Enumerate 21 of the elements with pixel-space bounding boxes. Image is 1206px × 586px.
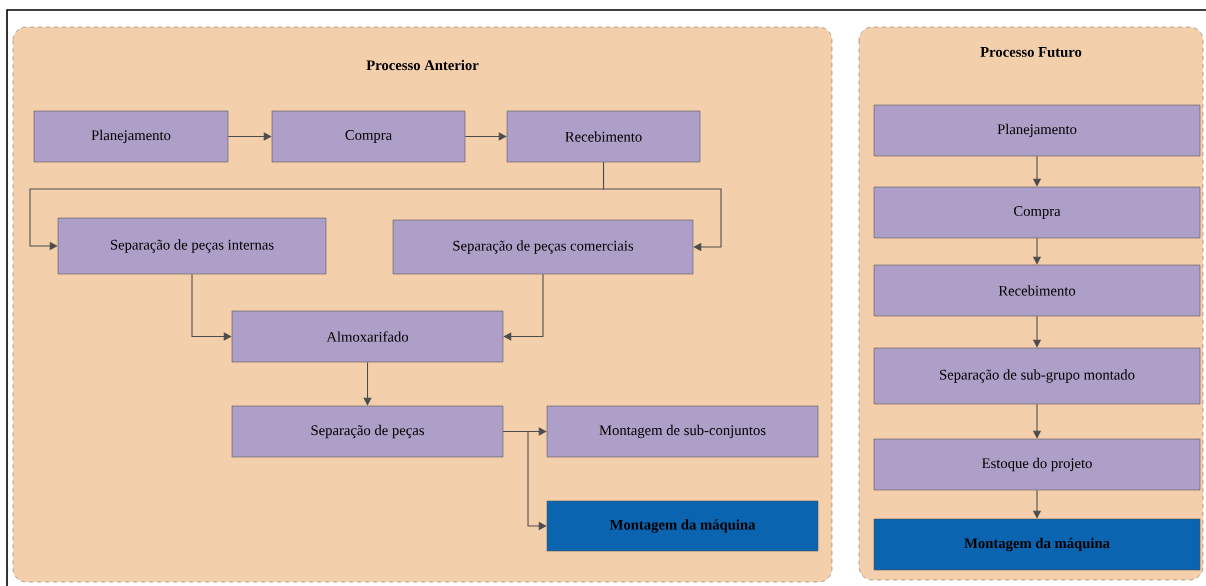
highlighted-process-box: Montagem da máquina [873,518,1201,571]
arrow [464,132,507,141]
arrow [363,361,372,406]
process-box: Montagem de sub-conjuntos [546,405,819,458]
arrow [602,161,722,252]
process-box: Separação de peças [231,405,504,458]
process-box: Recebimento [506,110,701,163]
process-box: Planejamento [873,104,1201,157]
process-box: Separação de peças comerciais [392,219,694,275]
process-box: Estoque do projeto [873,438,1201,491]
process-box: Separação de peças internas [57,217,327,275]
process-box: Compra [271,110,466,163]
arrow [503,273,544,341]
highlighted-process-box: Montagem da máquina [546,500,819,552]
process-box: Almoxarifado [231,310,504,363]
arrow [227,132,272,141]
process-box: Recebimento [873,264,1201,317]
process-box: Compra [873,186,1201,239]
process-box: Separação de sub-grupo montado [873,347,1201,405]
arrow [191,273,232,341]
process-box: Planejamento [33,110,229,163]
